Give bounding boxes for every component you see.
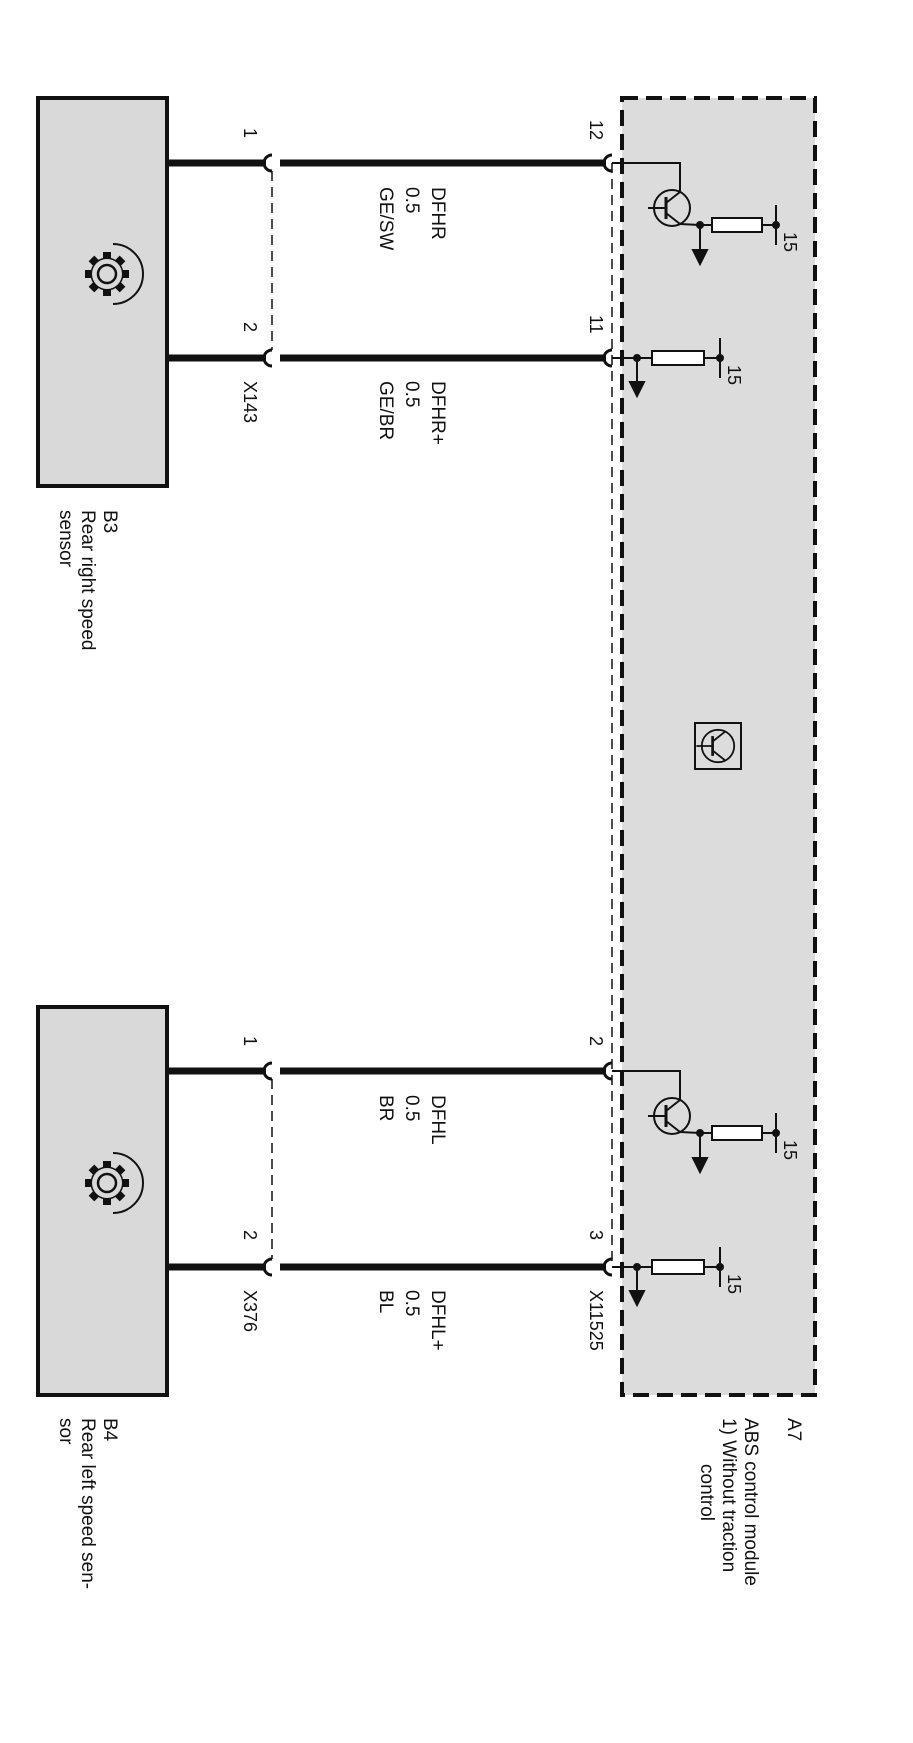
- sensor-b4: [36, 1005, 169, 1397]
- svg-text:DFHR: DFHR: [427, 187, 448, 240]
- svg-text:DFHL: DFHL: [427, 1095, 448, 1145]
- sensor-b3: [36, 96, 169, 488]
- svg-text:0.5: 0.5: [401, 381, 422, 407]
- pin-label: 3: [586, 1230, 606, 1240]
- wires: [167, 159, 606, 1271]
- svg-text:0.5: 0.5: [401, 1290, 422, 1316]
- pin-label: 11: [586, 315, 606, 334]
- svg-text:A7: A7: [783, 1418, 804, 1441]
- svg-text:Rear right speed: Rear right speed: [77, 510, 98, 650]
- svg-text:B3: B3: [99, 510, 120, 533]
- svg-text:DFHL+: DFHL+: [427, 1290, 448, 1351]
- pin-label: 2: [240, 1230, 260, 1240]
- connector-symbols: [262, 153, 614, 1277]
- svg-text:1) Without traction: 1) Without traction: [718, 1418, 739, 1572]
- pullup-circuit-rr: [612, 338, 724, 399]
- control-module-transistor-icon: [694, 722, 742, 770]
- wire-label-dfhr: DFHR 0.5 GE/SW: [375, 187, 448, 250]
- svg-text:GE/BR: GE/BR: [375, 381, 396, 440]
- terminal-15-label: 15: [780, 1140, 800, 1160]
- svg-text:sensor: sensor: [55, 510, 76, 568]
- terminal-15-label: 15: [724, 1274, 744, 1294]
- svg-text:DFHR+: DFHR+: [427, 381, 448, 445]
- svg-text:BR: BR: [375, 1095, 396, 1121]
- svg-text:0.5: 0.5: [401, 1095, 422, 1121]
- svg-text:0.5: 0.5: [401, 187, 422, 213]
- component-label-b4: B4 Rear left speed sen- sor: [55, 1418, 120, 1589]
- pin-label: 12: [586, 120, 606, 140]
- transistor-circuit-rr: [612, 162, 780, 267]
- svg-text:B4: B4: [99, 1418, 120, 1442]
- connector-x376-label: X376: [240, 1290, 260, 1332]
- svg-text:ABS control module: ABS control module: [740, 1418, 761, 1586]
- svg-text:sor: sor: [55, 1418, 76, 1445]
- terminal-15-label: 15: [780, 232, 800, 252]
- svg-text:BL: BL: [375, 1290, 396, 1313]
- pin-label: 1: [240, 1036, 260, 1046]
- component-label-b3: B3 Rear right speed sensor: [55, 510, 120, 650]
- pin-label: 2: [240, 322, 260, 332]
- svg-text:control: control: [696, 1464, 717, 1521]
- transistor-circuit-rl: [612, 1070, 780, 1175]
- wire-label-dfhr-plus: DFHR+ 0.5 GE/BR: [375, 381, 448, 445]
- wire-label-dfhl: DFHL 0.5 BR: [375, 1095, 448, 1145]
- connector-x143-label: X143: [240, 381, 260, 423]
- connector-x11525-label: X11525: [586, 1290, 606, 1351]
- component-label-a7: A7 ABS control module 1) Without tractio…: [696, 1418, 804, 1586]
- terminal-15-label: 15: [724, 365, 744, 385]
- pin-label: 2: [586, 1036, 606, 1046]
- svg-text:Rear left speed sen-: Rear left speed sen-: [77, 1418, 98, 1589]
- pullup-circuit-rl: [612, 1247, 724, 1308]
- abs-module-a7: [620, 96, 817, 1397]
- wire-label-dfhl-plus: DFHL+ 0.5 BL: [375, 1290, 448, 1351]
- pin-label: 1: [240, 128, 260, 138]
- svg-text:GE/SW: GE/SW: [375, 187, 396, 250]
